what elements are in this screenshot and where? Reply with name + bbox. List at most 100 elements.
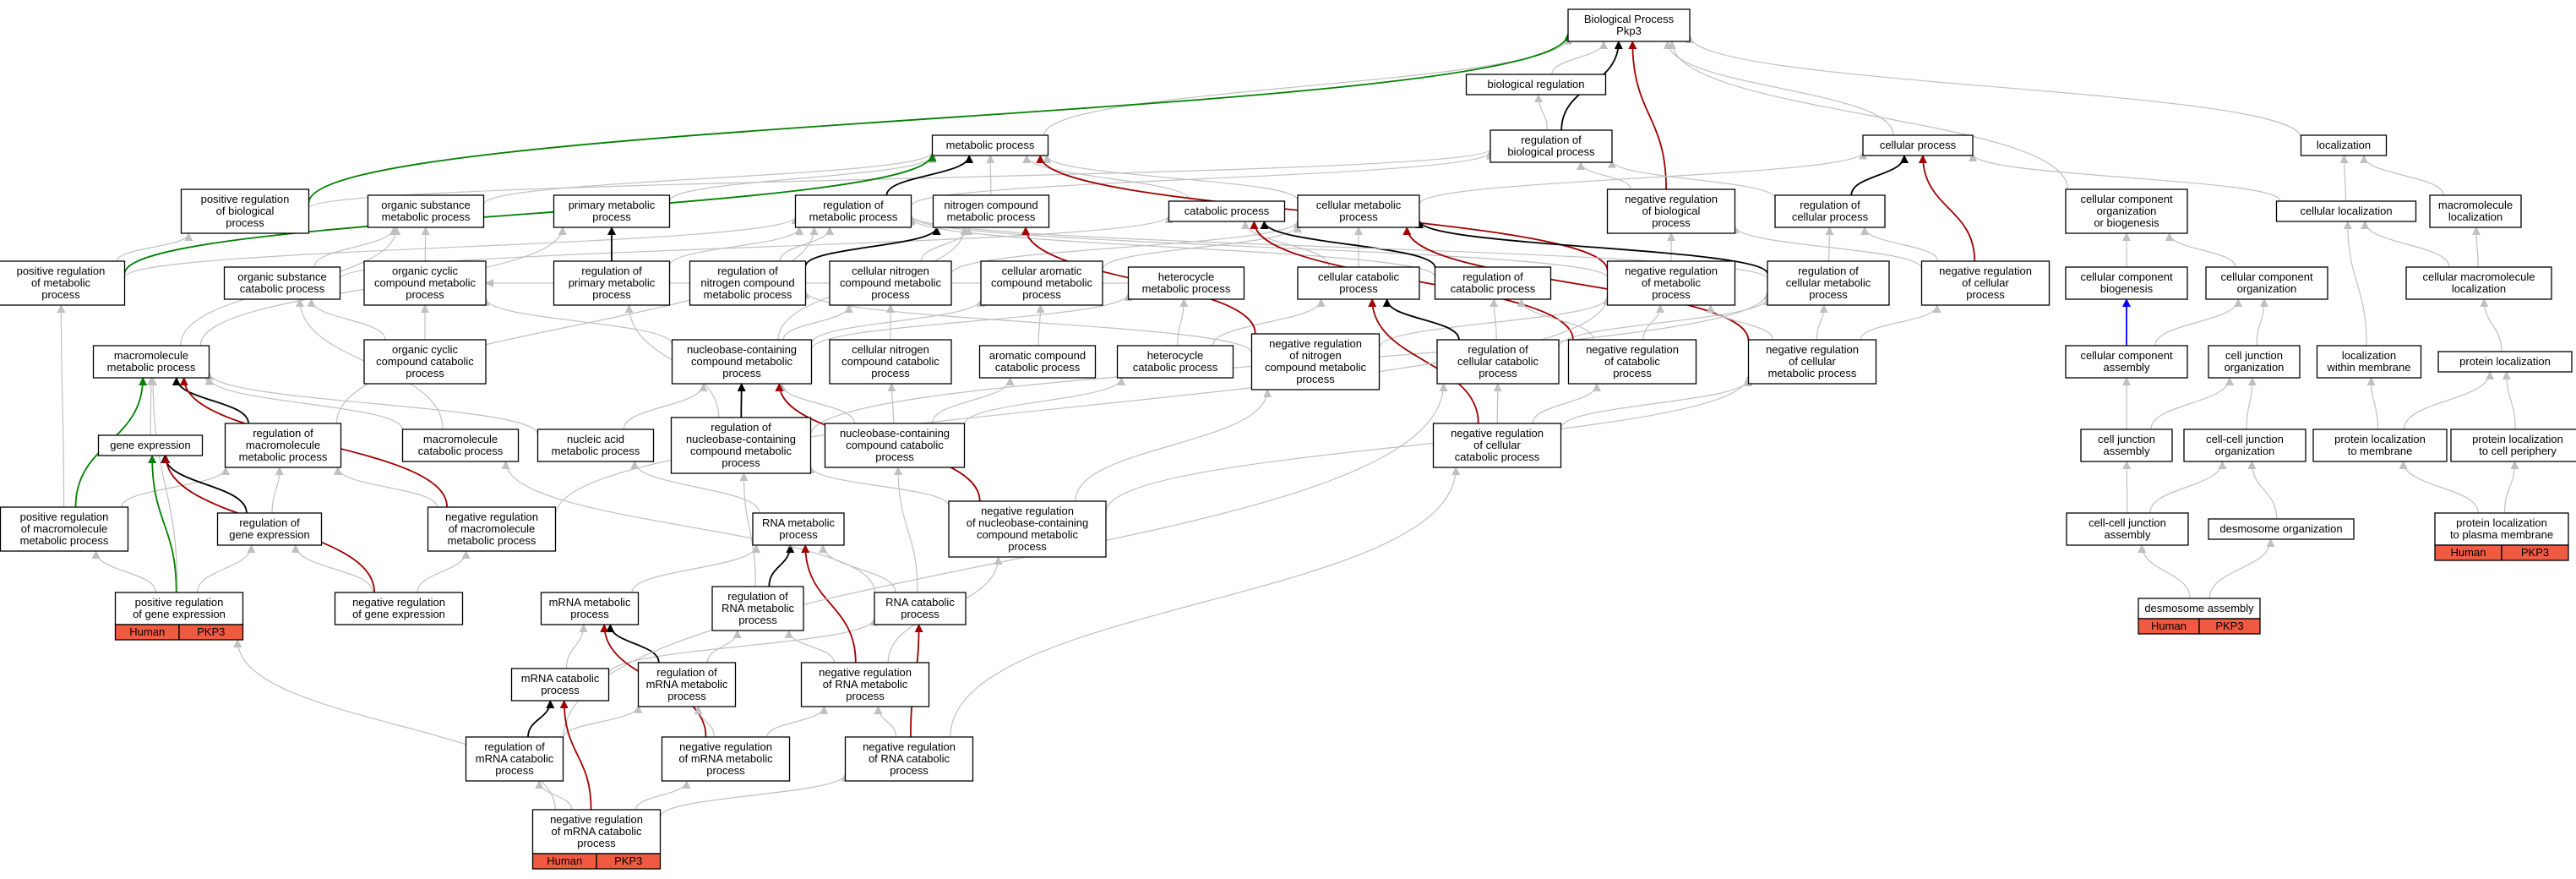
edge-is-a (117, 232, 193, 262)
go-term-label-line: regulation of (1521, 134, 1582, 146)
go-term-box (2405, 266, 2552, 300)
edge-is-a (2502, 371, 2516, 430)
edge-is-a (1517, 298, 1594, 341)
annotation-cell (596, 853, 662, 870)
go-term-node-regulation-of-nucleobase-containing-compound-metabolic-process[interactable]: regulation ofnucleobase-containingcompou… (670, 417, 812, 474)
go-term-box (794, 194, 912, 228)
edge-is-a (1419, 150, 1867, 205)
edge-negatively-regulates (559, 700, 592, 811)
go-term-node-catabolic-process[interactable]: catabolic process (1168, 200, 1286, 222)
go-term-node-metabolic-process[interactable]: metabolic process (931, 134, 1049, 156)
go-term-node-gene-expression[interactable]: gene expression (97, 434, 204, 456)
go-term-box (2208, 345, 2301, 379)
go-term-node-biological-regulation[interactable]: biological regulation (1465, 74, 1607, 96)
go-term-label-line: localization (2448, 210, 2502, 223)
edge-is-a (146, 377, 155, 436)
go-term-node-desmosome-organization[interactable]: desmosome organization (2208, 518, 2355, 540)
go-term-node-protein-localization[interactable]: protein localization (2437, 351, 2573, 373)
go-term-label-line: process (890, 764, 929, 777)
go-term-label-line: RNA metabolic (722, 602, 794, 614)
go-term-label-line: biological regulation (1488, 78, 1585, 90)
go-term-label-line: macromolecule (246, 439, 320, 451)
go-term-node-cellular-process[interactable]: cellular process (1862, 134, 1974, 156)
go-term-node-localization[interactable]: localization (2300, 134, 2388, 156)
go-term-node-cellular-localization[interactable]: cellular localization (2275, 200, 2417, 222)
go-term-label-line: nucleic acid (567, 433, 624, 445)
go-term-box (1767, 260, 1890, 306)
go-term-label-line: compound metabolic (1265, 361, 1366, 374)
go-term-label-line: of RNA metabolic (823, 678, 908, 691)
